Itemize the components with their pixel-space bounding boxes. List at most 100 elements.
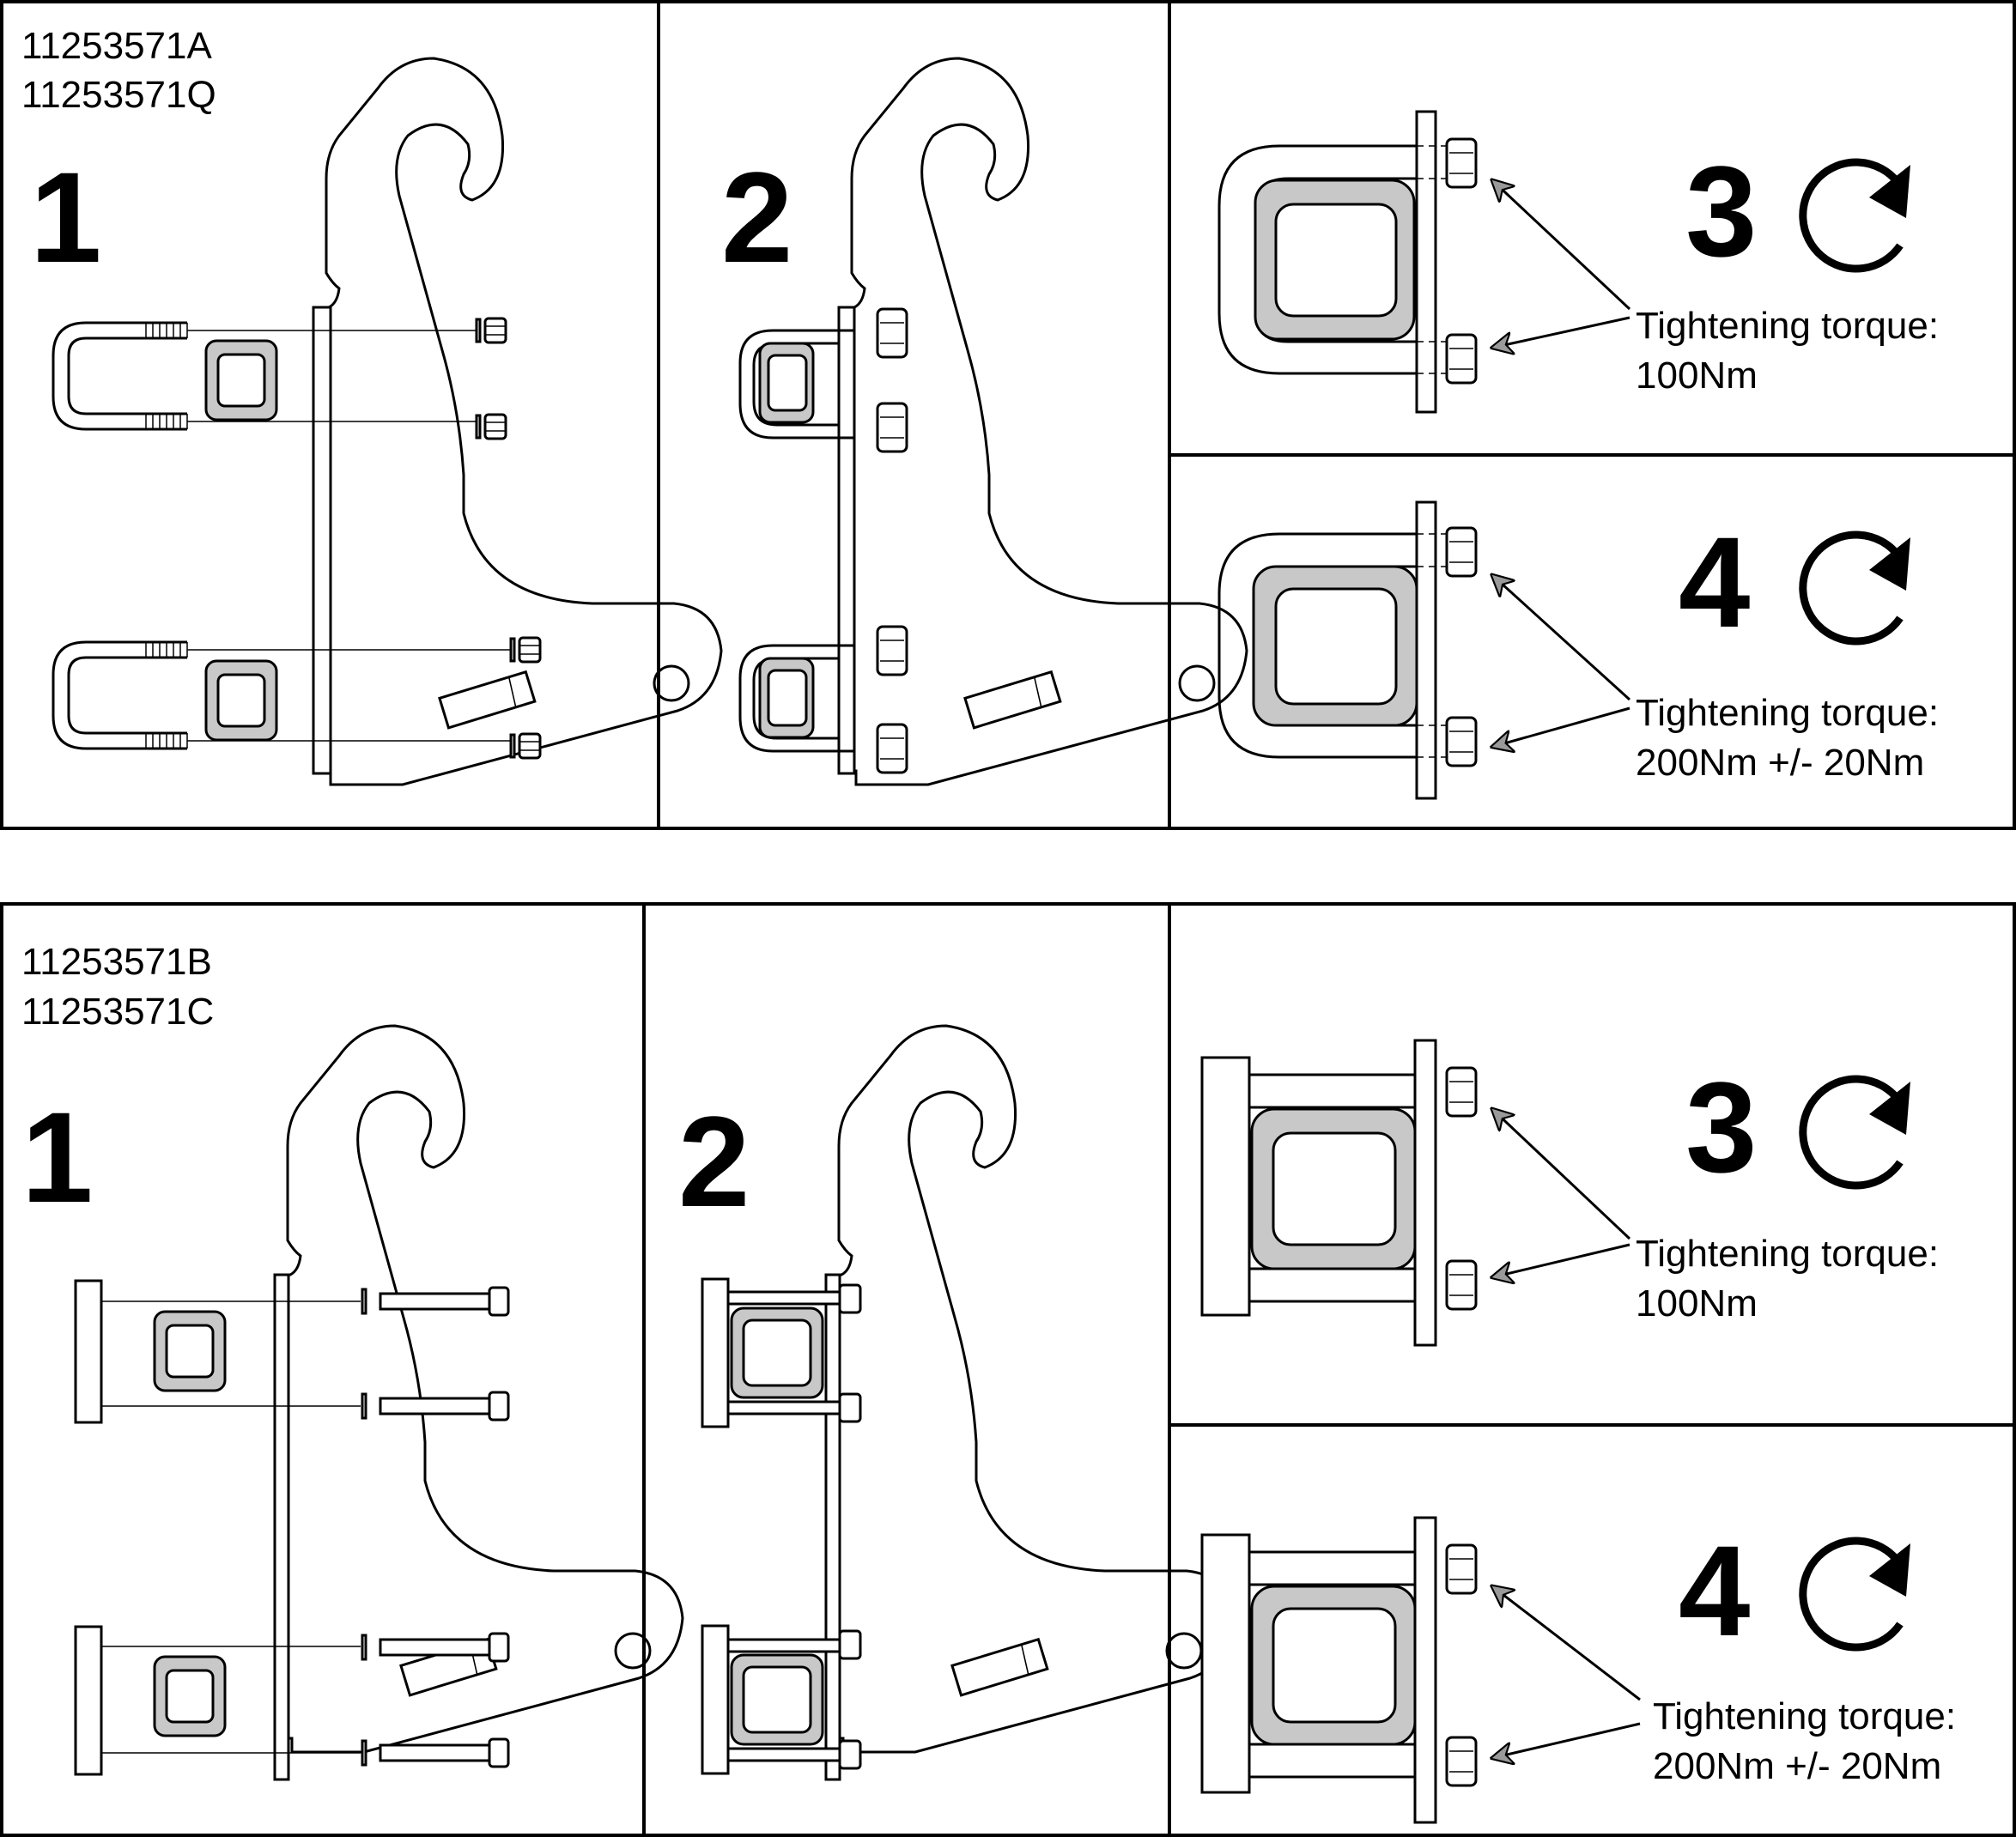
- clamp-plate: [701, 1277, 730, 1428]
- square-tube: [1250, 1585, 1417, 1746]
- torque-label: Tightening torque:: [1636, 1233, 1939, 1275]
- pointer-arrow-icon: [1492, 1586, 1641, 1701]
- step-number: 2: [721, 145, 792, 289]
- pointer-arrow-icon: [1492, 1109, 1631, 1240]
- hex-bolt-icon: [838, 1739, 862, 1770]
- step-2-assembled-view: 2: [721, 57, 1248, 786]
- pointer-arrow-icon: [1492, 316, 1630, 348]
- u-bolt: [738, 644, 854, 753]
- torque-label: Tightening torque:: [1653, 1695, 1956, 1737]
- hex-bolt-icon: [838, 1629, 862, 1660]
- hex-bolt-icon: [1445, 333, 1478, 385]
- square-tube: [1250, 1107, 1417, 1270]
- u-bolt: [738, 329, 854, 440]
- step-number: 4: [1679, 510, 1750, 654]
- torque-value: 100Nm: [1636, 1282, 1758, 1325]
- top-panel: 11253571A 11253571Q 1: [0, 0, 2016, 830]
- hex-bolt-icon: [1445, 1259, 1478, 1311]
- hex-bolt-icon: [488, 1632, 510, 1663]
- pointer-arrow-icon: [1492, 575, 1631, 701]
- clamp-plate: [701, 1624, 730, 1775]
- u-bolt: [1217, 532, 1417, 759]
- mounting-plate: [1413, 1039, 1437, 1347]
- pointer-arrow-icon: [1492, 706, 1630, 747]
- mounting-plate: [273, 1273, 290, 1781]
- hex-bolt-icon: [475, 413, 507, 440]
- step-3-detail: 3 Tightening torque: 100Nm: [1200, 1039, 1939, 1347]
- torque-value: 200Nm +/- 20Nm: [1653, 1745, 1941, 1787]
- hex-bolt-icon: [876, 723, 908, 774]
- clockwise-rotation-icon: [1803, 535, 1910, 641]
- pointer-arrow-icon: [1492, 180, 1631, 311]
- top-panel-frame: [0, 0, 2016, 830]
- square-tube: [730, 1653, 824, 1746]
- u-bolt: [1217, 144, 1417, 375]
- clockwise-rotation-icon: [1803, 162, 1910, 269]
- part-number: 11253571B: [21, 941, 212, 983]
- hex-bolt-icon: [488, 1286, 510, 1317]
- step-1-exploded-view: 11253571B 11253571C 1: [21, 941, 684, 1781]
- hex-bolt-icon: [509, 732, 542, 760]
- hex-bolt-icon: [1445, 526, 1478, 578]
- mounting-plate: [312, 306, 332, 775]
- part-number: 11253571Q: [21, 74, 216, 116]
- step-number: 3: [1685, 139, 1757, 283]
- hex-bolt-icon: [1445, 716, 1478, 767]
- step-number: 4: [1679, 1519, 1750, 1663]
- square-tube: [1252, 565, 1418, 727]
- bottom-panel: 11253571B 11253571C 1: [0, 902, 2016, 1837]
- step-number: 1: [21, 1085, 93, 1229]
- square-tube: [758, 657, 815, 739]
- clamp-plate: [1200, 1056, 1251, 1317]
- mounting-plate: [1415, 110, 1437, 414]
- bolt-shank: [379, 1743, 491, 1762]
- clamp-plate: [74, 1625, 103, 1776]
- hex-bolt-icon: [876, 307, 908, 359]
- mounting-plate: [824, 1273, 841, 1781]
- mounting-plate: [1415, 500, 1437, 800]
- mounting-plate: [1413, 1516, 1437, 1824]
- pointer-arrow-icon: [1492, 1243, 1630, 1277]
- hex-bolt-icon: [838, 1283, 862, 1314]
- pointer-arrow-icon: [1492, 1722, 1641, 1758]
- step-2-assembled-view: 2: [678, 1024, 1236, 1781]
- hex-bolt-icon: [509, 636, 542, 664]
- square-tube: [730, 1307, 824, 1399]
- step-3-detail: 3 Tightening torque: 100Nm: [1217, 110, 1939, 414]
- mounting-plate: [837, 306, 856, 775]
- part-number: 11253571C: [21, 991, 214, 1033]
- torque-label: Tightening torque:: [1636, 305, 1939, 347]
- hook-bracket: [824, 1024, 1236, 1754]
- hex-bolt-icon: [876, 625, 908, 676]
- torque-label: Tightening torque:: [1636, 692, 1939, 734]
- square-tube: [204, 339, 278, 421]
- clockwise-rotation-icon: [1803, 1079, 1910, 1185]
- step-number: 1: [30, 145, 101, 289]
- part-number: 11253571A: [21, 25, 213, 67]
- torque-value: 200Nm +/- 20Nm: [1636, 742, 1924, 784]
- square-tube: [204, 659, 278, 742]
- step-1-exploded-view: 11253571A 11253571Q 1: [21, 25, 723, 786]
- u-bolt: [52, 640, 188, 750]
- square-tube: [153, 1655, 227, 1737]
- square-tube: [153, 1310, 227, 1392]
- hex-bolt-icon: [475, 317, 507, 344]
- hex-bolt-icon: [1445, 1736, 1478, 1787]
- step-number: 3: [1685, 1055, 1757, 1199]
- clamp-plate: [1200, 1533, 1251, 1794]
- hex-bolt-icon: [488, 1391, 510, 1422]
- bolt-shank: [379, 1292, 491, 1311]
- clamp-plate: [74, 1279, 103, 1424]
- step-4-detail: 4 Tightening torque: 200Nm +/- 20Nm: [1217, 500, 1939, 800]
- u-bolt: [52, 321, 188, 431]
- hex-bolt-icon: [1445, 1066, 1478, 1118]
- square-tube: [758, 342, 815, 424]
- step-4-detail: 4 Tightening torque: 200Nm +/- 20Nm: [1200, 1516, 1956, 1824]
- hex-bolt-icon: [1445, 1543, 1478, 1595]
- step-number: 2: [678, 1089, 750, 1234]
- hex-bolt-icon: [1445, 137, 1478, 189]
- hex-bolt-icon: [876, 402, 908, 453]
- bolt-shank: [379, 1638, 491, 1657]
- torque-value: 100Nm: [1636, 355, 1758, 397]
